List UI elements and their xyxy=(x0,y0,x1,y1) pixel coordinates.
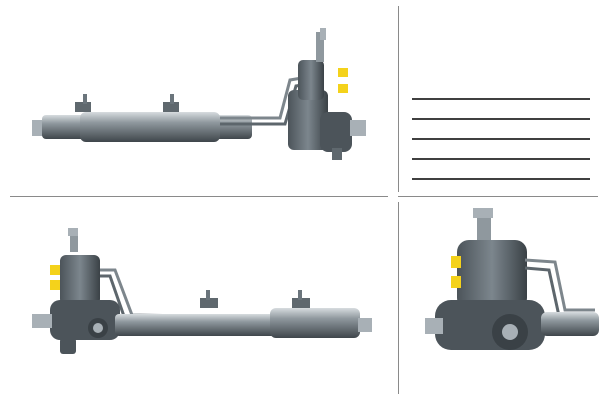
vertical-divider-bottom xyxy=(398,202,399,394)
note-line xyxy=(412,118,590,120)
note-line xyxy=(412,178,590,180)
note-line xyxy=(412,138,590,140)
steering-rack-detail-image xyxy=(425,208,599,350)
steering-rack-top-view xyxy=(20,20,390,180)
steering-rack-detail-view xyxy=(415,200,600,370)
vertical-divider-top xyxy=(398,6,399,192)
horizontal-divider xyxy=(10,196,388,197)
steering-rack-top-image xyxy=(32,28,366,160)
horizontal-divider-right xyxy=(398,196,598,197)
steering-rack-front-view xyxy=(20,210,390,380)
note-line xyxy=(412,98,590,100)
steering-rack-front-image xyxy=(32,228,372,354)
note-line xyxy=(412,158,590,160)
